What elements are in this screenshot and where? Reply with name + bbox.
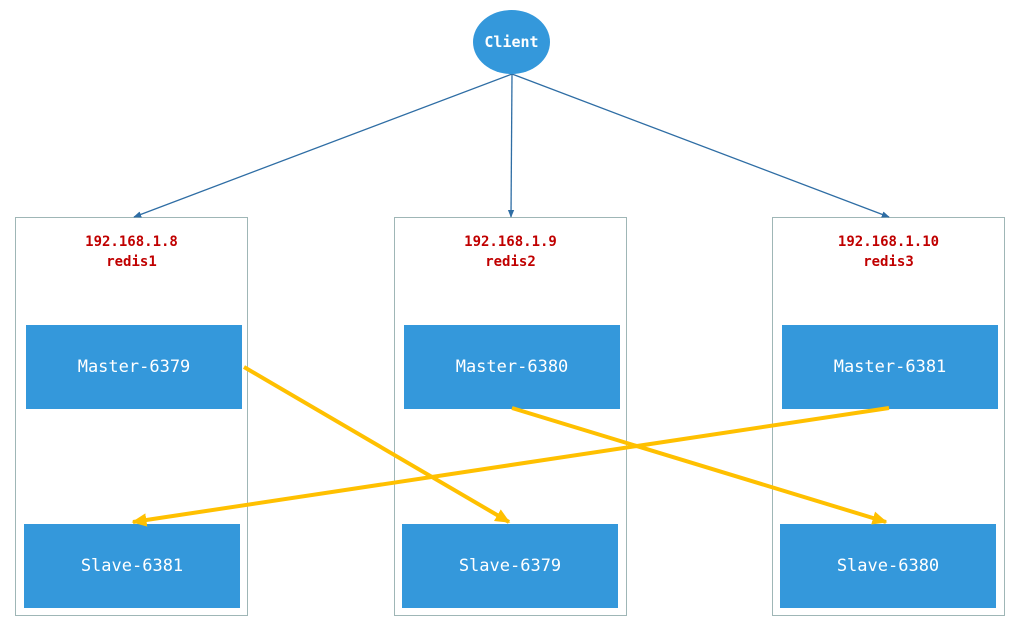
server-name: redis3 bbox=[863, 254, 914, 270]
server-name: redis1 bbox=[106, 254, 157, 270]
slave-node-redis2: Slave-6379 bbox=[402, 524, 618, 608]
server-name: redis2 bbox=[485, 254, 536, 270]
slave-label: Slave-6381 bbox=[80, 556, 184, 576]
master-label: Master-6379 bbox=[77, 357, 191, 377]
client-label: Client bbox=[484, 33, 539, 51]
master-node-redis3: Master-6381 bbox=[782, 325, 998, 409]
slave-label: Slave-6380 bbox=[836, 556, 940, 576]
master-label: Master-6380 bbox=[455, 357, 569, 377]
slave-node-redis3: Slave-6380 bbox=[780, 524, 996, 608]
master-label: Master-6381 bbox=[833, 357, 947, 377]
slave-label: Slave-6379 bbox=[458, 556, 562, 576]
server-ip: 192.168.1.9 bbox=[464, 234, 557, 250]
client-to-redis2-arrow bbox=[507, 73, 515, 218]
server-ip: 192.168.1.8 bbox=[85, 234, 178, 250]
slave-node-redis1: Slave-6381 bbox=[24, 524, 240, 608]
master-node-redis2: Master-6380 bbox=[404, 325, 620, 409]
client-to-redis3-arrow bbox=[511, 73, 890, 218]
master-node-redis1: Master-6379 bbox=[26, 325, 242, 409]
client-node: Client bbox=[473, 10, 550, 74]
server-ip: 192.168.1.10 bbox=[837, 234, 940, 250]
client-to-redis1-arrow bbox=[133, 73, 513, 218]
